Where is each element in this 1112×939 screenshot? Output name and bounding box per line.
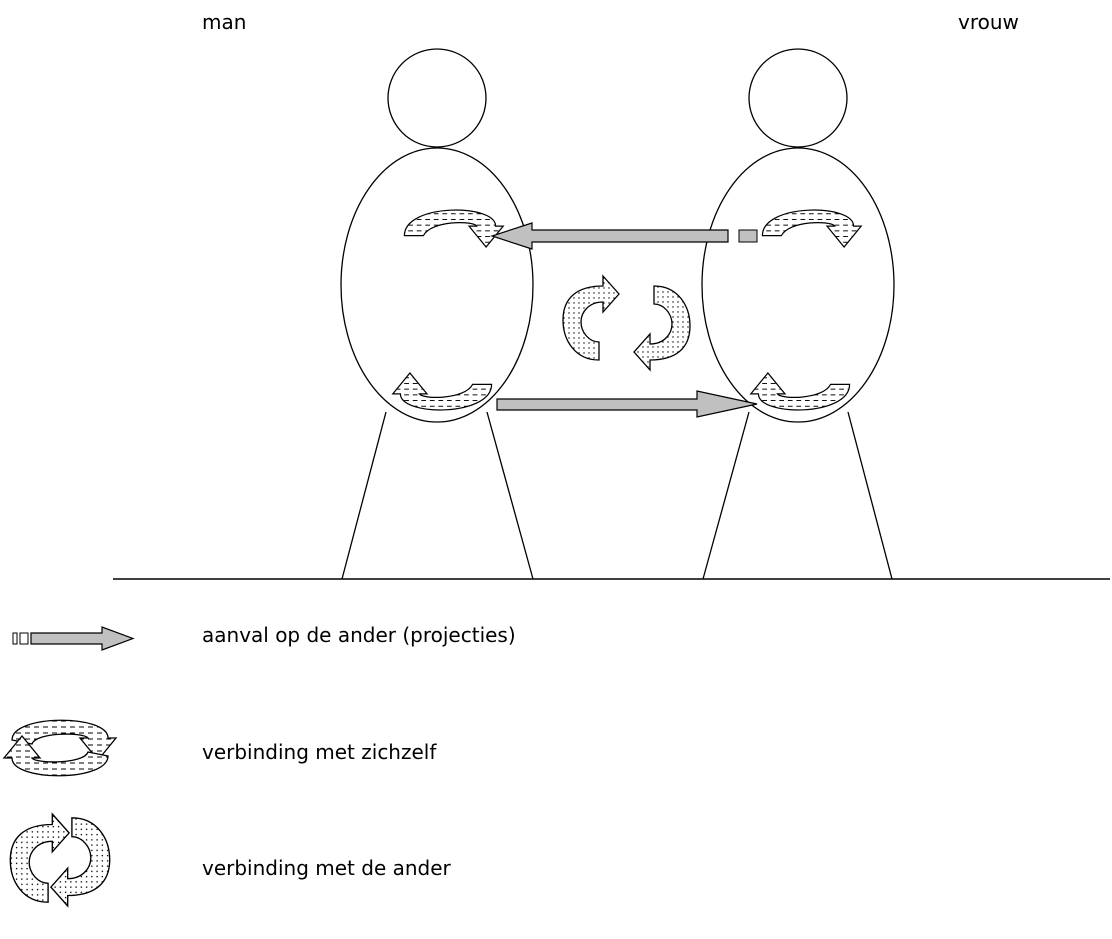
circular-arrows-horizontal-icon	[3, 719, 117, 777]
man-figure	[340, 48, 534, 580]
vrouw-right-leg	[847, 411, 893, 580]
vrouw-bottom-circular-arrow-icon	[750, 372, 851, 411]
vrouw-label: vrouw	[958, 10, 1019, 34]
man-top-circular-arrow-icon	[403, 209, 504, 248]
man-head	[387, 48, 487, 148]
center-left-curved-arrow-icon	[562, 275, 620, 361]
man-body	[340, 147, 534, 423]
legend-self-connection-text: verbinding met zichzelf	[202, 740, 437, 764]
circular-arrows-vertical-icon	[9, 813, 111, 907]
legend-other-connection-text: verbinding met de ander	[202, 856, 451, 880]
center-right-curved-arrow-icon	[633, 285, 691, 371]
vrouw-head	[748, 48, 848, 148]
attack-arrow-to-vrouw	[496, 390, 758, 418]
vrouw-top-circular-arrow-icon	[761, 209, 862, 248]
man-right-leg	[486, 411, 534, 580]
attack-arrow-to-man	[490, 222, 758, 250]
vrouw-body	[701, 147, 895, 423]
vrouw-left-leg	[702, 411, 750, 580]
man-label: man	[202, 10, 247, 34]
straight-arrow-icon	[12, 626, 135, 651]
vrouw-figure	[701, 48, 895, 580]
legend-attack-text: aanval op de ander (projecties)	[202, 623, 516, 647]
man-bottom-circular-arrow-icon	[392, 372, 493, 411]
man-left-leg	[341, 411, 387, 580]
